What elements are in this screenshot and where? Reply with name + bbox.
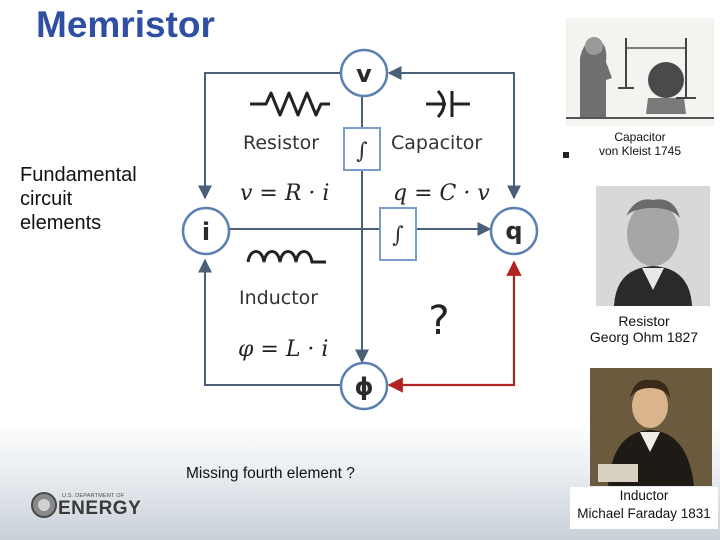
von-kleist-caption: Capacitor von Kleist 1745 (580, 130, 700, 158)
resistor-equation: v = R · i (240, 181, 329, 206)
doe-seal-icon (31, 492, 57, 518)
resistor-symbol-icon (250, 91, 330, 117)
michael-faraday-caption-line1: Inductor (619, 488, 669, 503)
node-q: q (489, 206, 539, 256)
doe-department-text: U.S. DEPARTMENT OF (62, 493, 125, 499)
michael-faraday-caption-line2: Michael Faraday 1831 (577, 506, 711, 521)
integral-sign-top: ∫ (356, 139, 368, 164)
michael-faraday-portrait (590, 368, 712, 486)
svg-text:i: i (202, 218, 210, 246)
inductor-label: Inductor (239, 287, 318, 309)
georg-ohm-caption: Resistor Georg Ohm 1827 (576, 313, 712, 345)
integral-box-mid (379, 207, 417, 261)
arrow-i-to-phi (198, 258, 340, 386)
integral-box-top (343, 127, 381, 171)
svg-text:ϕ: ϕ (354, 373, 373, 401)
slide-title: Memristor (36, 4, 215, 45)
integral-sign-mid: ∫ (392, 223, 404, 248)
missing-element-arrow (387, 260, 522, 393)
svg-text:q: q (505, 217, 522, 245)
bullet-square-icon (563, 152, 569, 158)
inductor-equation: φ = L · i (238, 337, 328, 362)
missing-element-question-mark: ? (428, 298, 449, 344)
capacitor-equation: q = C · v (393, 181, 490, 206)
capacitor-label: Capacitor (391, 132, 482, 154)
node-phi: ϕ (339, 361, 389, 411)
resistor-label: Resistor (243, 132, 319, 154)
von-kleist-caption-line2: von Kleist 1745 (598, 144, 682, 158)
node-i: i (181, 206, 231, 256)
arrow-v-to-q (387, 66, 521, 200)
node-v: v (339, 48, 389, 98)
capacitor-symbol-icon (426, 89, 470, 119)
doe-energy-wordmark: ENERGY (58, 498, 142, 519)
von-kleist-caption-line1: Capacitor (614, 130, 666, 144)
von-kleist-illustration (566, 18, 714, 126)
missing-element-caption: Missing fourth element ? (186, 465, 355, 482)
georg-ohm-portrait (596, 186, 710, 306)
michael-faraday-caption: Inductor Michael Faraday 1831 (570, 487, 718, 529)
inductor-symbol-icon (246, 250, 326, 264)
arrow-v-to-i (198, 72, 340, 200)
georg-ohm-caption-line1: Resistor (618, 313, 670, 329)
fundamental-elements-label: Fundamental circuit elements (20, 164, 137, 234)
svg-text:v: v (356, 60, 372, 88)
georg-ohm-caption-line2: Georg Ohm 1827 (589, 329, 699, 345)
